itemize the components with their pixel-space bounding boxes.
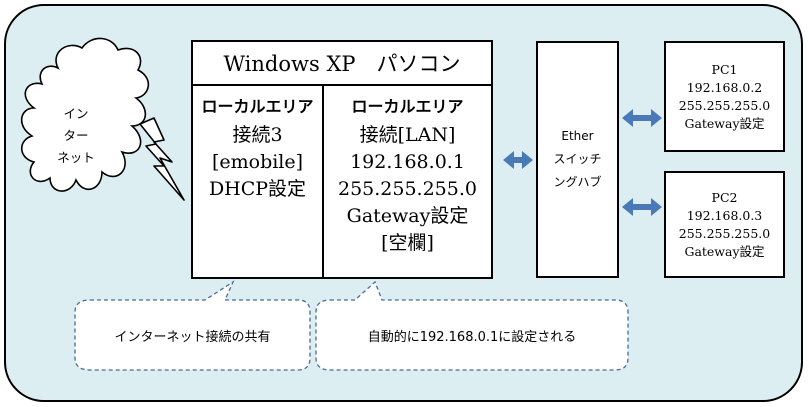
callout-auto-text: 自動的に192.168.0.1に設定される <box>367 329 577 345</box>
hub-label-line: Ether <box>561 129 594 143</box>
arrow-hub-pc1 <box>622 109 662 127</box>
internet-label-line: イン <box>63 106 89 121</box>
hub-label-line: ングハブ <box>553 175 602 189</box>
pc2-mask: 255.255.255.0 <box>678 225 771 241</box>
pc1-name: PC1 <box>711 61 738 77</box>
conn3-line: [emobile] <box>211 151 304 173</box>
ether-hub-box: Ether スイッチ ングハブ <box>536 41 619 278</box>
conn3-line: 接続3 <box>232 124 283 146</box>
conn3-header: ローカルエリア <box>201 97 314 116</box>
pc1-mask: 255.255.255.0 <box>678 97 771 113</box>
internet-label-line: ネット <box>57 150 95 165</box>
callout-sharing: インターネット接続の共有 <box>75 300 310 370</box>
internet-label: イン ター ネット <box>46 96 106 176</box>
connlan-box: ローカルエリア 接続[LAN] 192.168.0.1 255.255.255.… <box>322 84 493 279</box>
conn3-line: DHCP設定 <box>208 178 307 200</box>
arrow-hub-pc2 <box>622 198 662 216</box>
internet-cloud-shape <box>20 37 150 192</box>
callout-sharing-text: インターネット接続の共有 <box>114 329 271 345</box>
callout-auto-bubble <box>315 280 629 371</box>
connlan-line: [空欄] <box>381 232 434 254</box>
pc2-gateway: Gateway設定 <box>684 243 765 259</box>
pc2-ip: 192.168.0.3 <box>686 207 763 223</box>
connlan-line: 接続[LAN] <box>359 124 456 146</box>
callout-sharing-bubble <box>74 280 311 371</box>
callout-auto: 自動的に192.168.0.1に設定される <box>316 300 628 370</box>
connlan-line: 192.168.0.1 <box>350 151 465 173</box>
xp-pc-title: Windows XP パソコン <box>223 52 461 76</box>
pc1-gateway: Gateway設定 <box>684 115 765 131</box>
pc2-box: PC2 192.168.0.3 255.255.255.0 Gateway設定 <box>664 171 785 278</box>
lightning-icon <box>139 117 185 201</box>
xp-pc-title-box: Windows XP パソコン <box>191 40 493 86</box>
connlan-line: 255.255.255.0 <box>337 178 477 200</box>
pc1-ip: 192.168.0.2 <box>686 79 763 95</box>
hub-label-line: スイッチ <box>553 152 602 166</box>
connlan-line: Gateway設定 <box>346 205 469 227</box>
arrow-lan-hub <box>503 151 533 169</box>
pc1-box: PC1 192.168.0.2 255.255.255.0 Gateway設定 <box>664 41 785 152</box>
connlan-header: ローカルエリア <box>351 97 464 116</box>
conn3-box: ローカルエリア 接続3 [emobile] DHCP設定 <box>191 84 324 279</box>
pc2-name: PC2 <box>711 189 738 205</box>
internet-label-line: ター <box>63 128 89 143</box>
